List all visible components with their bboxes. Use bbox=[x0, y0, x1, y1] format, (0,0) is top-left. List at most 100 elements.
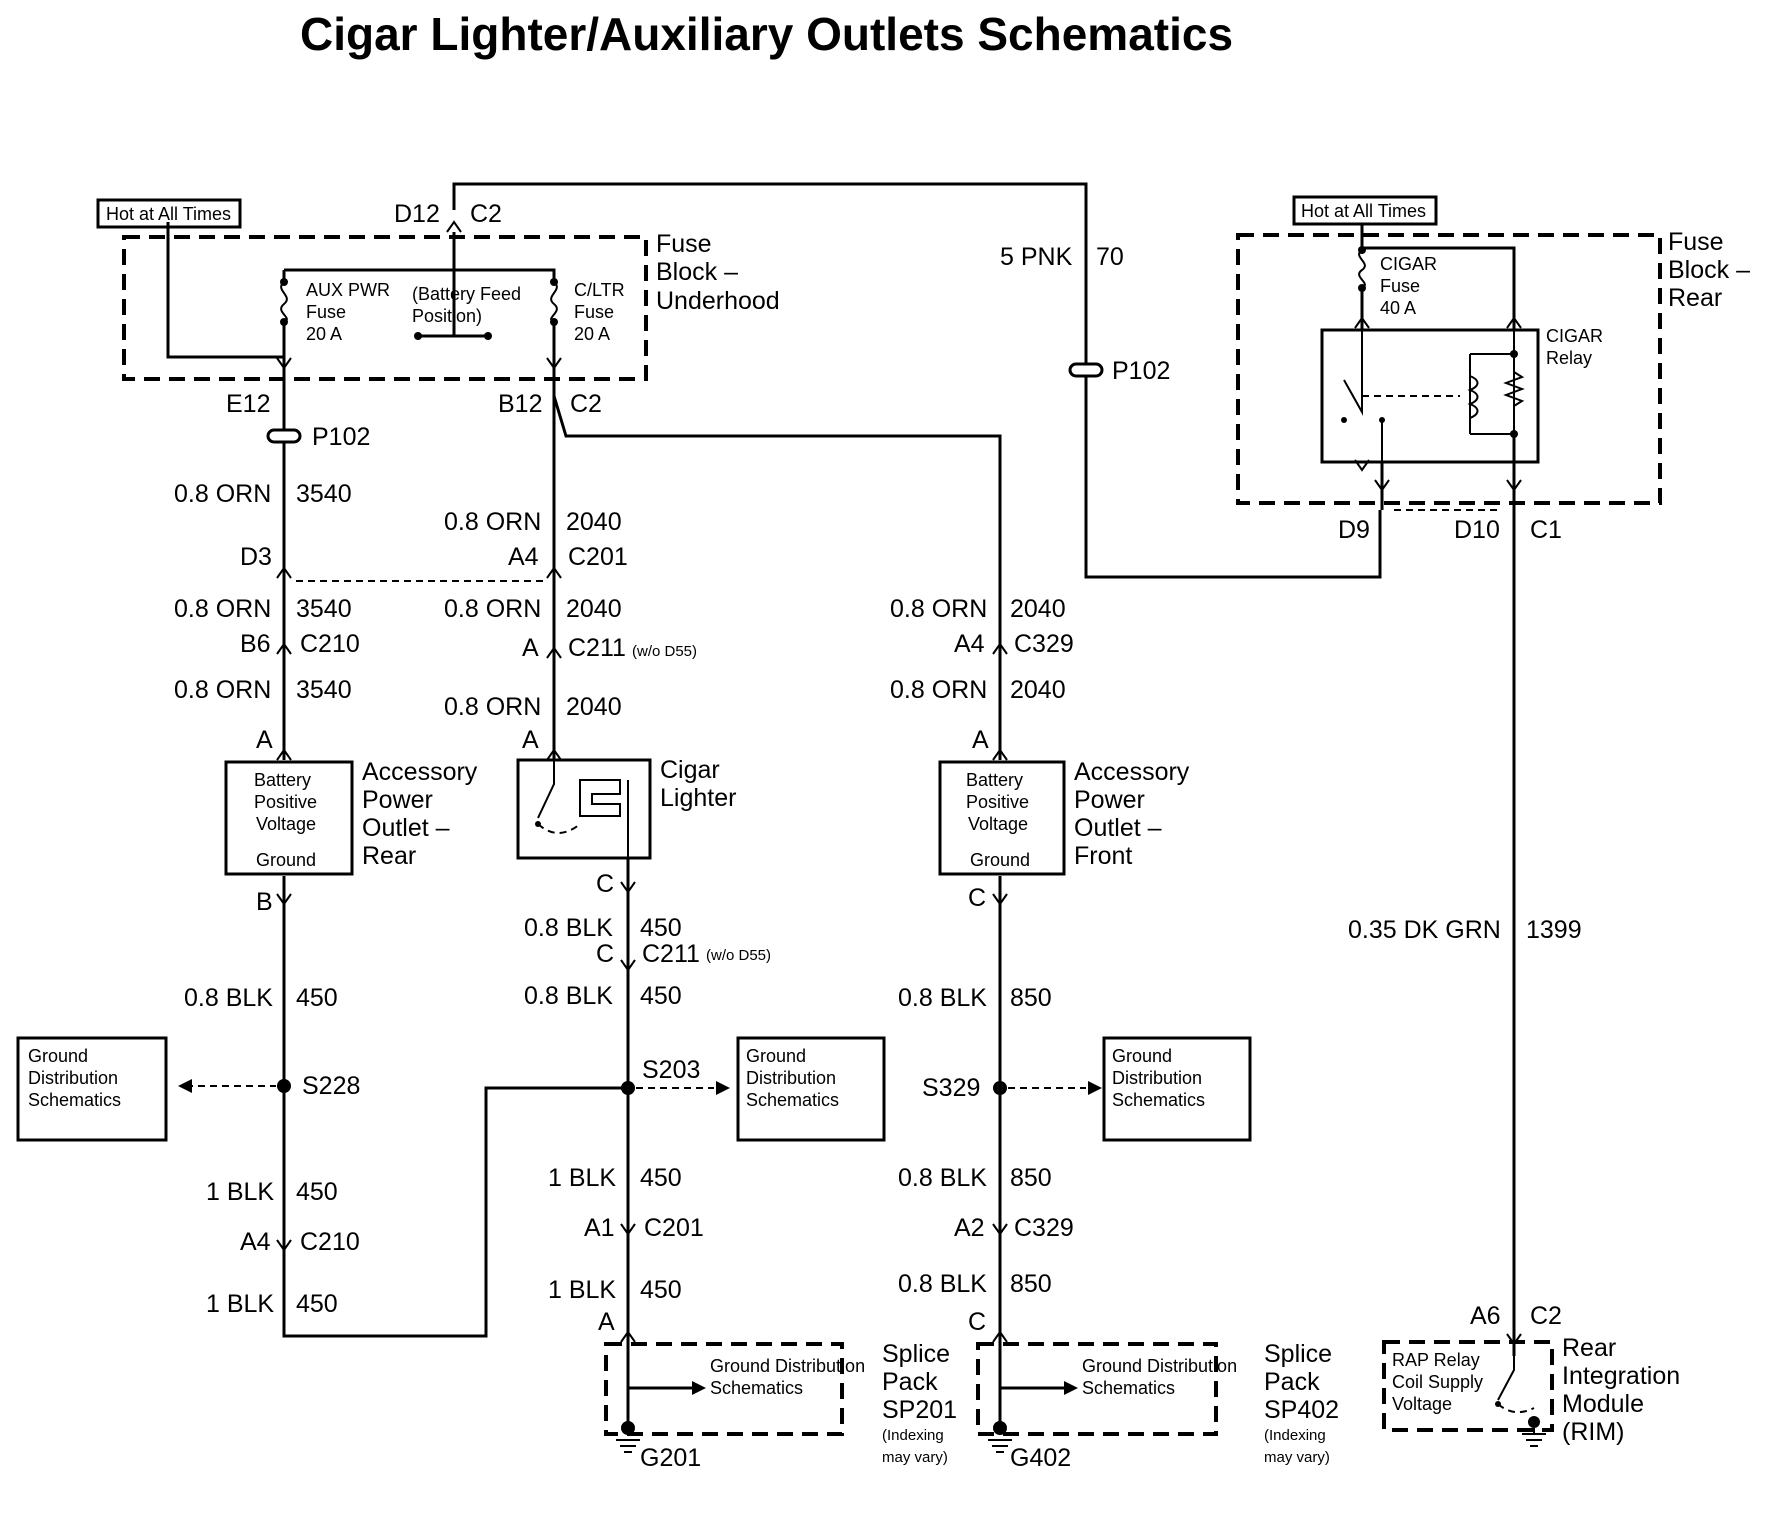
sp402-name-3: SP402 bbox=[1264, 1396, 1339, 1424]
pin-d9: D9 bbox=[1338, 516, 1370, 544]
ground-ref-center-3: Schematics bbox=[746, 1090, 839, 1110]
front-outlet-circuit: 0.8 ORN 2040 A4 C329 0.8 ORN 2040 A Batt… bbox=[552, 395, 1339, 1472]
connector-chevron-icon bbox=[276, 1239, 292, 1252]
arrow-right-icon-2 bbox=[1088, 1081, 1102, 1095]
cigar-lighter-name-2: Lighter bbox=[660, 784, 736, 812]
cigar-relay-label-2: Relay bbox=[1546, 348, 1592, 368]
sp402-name-2: Pack bbox=[1264, 1368, 1320, 1396]
wire-3540-b-gauge: 0.8 ORN bbox=[174, 595, 271, 623]
outlet-front-name-3: Outlet – bbox=[1074, 814, 1162, 842]
hot-label-right: Hot at All Times bbox=[1301, 201, 1426, 221]
cigar-lighter-element-icon bbox=[579, 779, 621, 817]
wire-3540-b-circuit: 3540 bbox=[296, 595, 352, 623]
connector-chevron-icon bbox=[276, 893, 292, 906]
aux-fuse-label-1: AUX PWR bbox=[306, 280, 390, 300]
aux-pwr-fuse-icon bbox=[280, 281, 288, 323]
splice-pack-sp201-outline bbox=[604, 1342, 844, 1436]
connector-chevron-icon bbox=[992, 893, 1008, 906]
circuit-70: 5 PNK 70 P102 bbox=[452, 182, 1382, 579]
outlet-front-inner-2: Positive bbox=[966, 792, 1029, 812]
sp201-ref-2: Schematics bbox=[710, 1378, 803, 1398]
hot-at-all-times-box-right bbox=[1292, 195, 1438, 226]
outlet-front-ground: Ground bbox=[970, 850, 1030, 870]
connector-chevron-icon bbox=[1374, 479, 1390, 492]
aux-fuse-terminal-bottom bbox=[280, 318, 288, 326]
wire-5-pnk-gauge: 5 PNK bbox=[1000, 243, 1073, 271]
ground-distribution-ref-left bbox=[16, 1036, 168, 1142]
rim-ground-icon bbox=[1522, 1428, 1546, 1447]
conn-a2: A2 bbox=[954, 1214, 985, 1242]
wire-2040-b-circuit: 2040 bbox=[566, 595, 622, 623]
cigar-fuse-terminal-top bbox=[1358, 246, 1366, 254]
connector-chevron-icon bbox=[620, 1223, 636, 1236]
conn-b6: B6 bbox=[240, 630, 271, 658]
connector-chevron-icon bbox=[1506, 316, 1522, 329]
conn-a1: A1 bbox=[584, 1214, 615, 1242]
wire-2040-e-circuit: 2040 bbox=[1010, 676, 1066, 704]
wire-5-pnk-circuit: 70 bbox=[1096, 243, 1124, 271]
ground-ref-left-3: Schematics bbox=[28, 1090, 121, 1110]
wire-450-b-circuit: 450 bbox=[296, 1178, 338, 1206]
cigar-relay-label-1: CIGAR bbox=[1546, 326, 1603, 346]
battery-feed-label-2: Position) bbox=[412, 306, 482, 326]
wire-3540-c-gauge: 0.8 ORN bbox=[174, 676, 271, 704]
conn-b-rear: B bbox=[256, 888, 273, 916]
ground-g201: G201 bbox=[640, 1444, 701, 1472]
hot-label-left: Hot at All Times bbox=[106, 204, 231, 224]
outlet-rear-name-1: Accessory bbox=[362, 758, 478, 786]
fuse-block-rear-outline bbox=[1236, 233, 1662, 505]
conn-c329-top: C329 bbox=[1014, 630, 1074, 658]
connector-chevron-icon bbox=[1354, 316, 1370, 329]
wire-2040-b-gauge: 0.8 ORN bbox=[444, 595, 541, 623]
pin-b12: B12 bbox=[498, 390, 542, 418]
ground-g201-icon bbox=[616, 1439, 640, 1453]
wire-2040-d-gauge: 0.8 ORN bbox=[890, 595, 987, 623]
wire-2040-d-circuit: 2040 bbox=[1010, 595, 1066, 623]
sp402-ref-1: Ground Distribution bbox=[1082, 1356, 1237, 1376]
rim-outline bbox=[1382, 1340, 1554, 1432]
fuse-block-rear-name-3: Rear bbox=[1668, 284, 1722, 312]
sp201-ground-node bbox=[621, 1421, 635, 1435]
cigar-lighter-box bbox=[516, 758, 652, 860]
connector-chevron-icon bbox=[546, 357, 562, 370]
conn-c-sp402: C bbox=[968, 1308, 986, 1336]
outlet-rear-inner-1: Battery bbox=[254, 770, 311, 790]
connector-chevron-icon bbox=[992, 1330, 1008, 1343]
aux-fuse-label-3: 20 A bbox=[306, 324, 342, 344]
p102-passthrough-left bbox=[266, 428, 302, 444]
cltr-fuse-terminal-bottom bbox=[550, 318, 558, 326]
wire-850-a-circuit: 850 bbox=[1010, 984, 1052, 1012]
rim-name-4: (RIM) bbox=[1562, 1418, 1624, 1446]
rim-name-1: Rear bbox=[1562, 1334, 1616, 1362]
rim-inner-3: Voltage bbox=[1392, 1394, 1452, 1414]
outlet-rear-inner-3: Voltage bbox=[256, 814, 316, 834]
pin-c2-bottom: C2 bbox=[570, 390, 602, 418]
wire-850-a-gauge: 0.8 BLK bbox=[898, 984, 987, 1012]
outlet-front-name-1: Accessory bbox=[1074, 758, 1190, 786]
battery-feed-terminal-a bbox=[414, 332, 422, 340]
wire-2040-e-gauge: 0.8 ORN bbox=[890, 676, 987, 704]
c211-bottom-note: (w/o D55) bbox=[706, 947, 771, 964]
connector-chevron-icon bbox=[546, 748, 562, 761]
conn-c329-bottom: C329 bbox=[1014, 1214, 1074, 1242]
outlet-front-name-2: Power bbox=[1074, 786, 1145, 814]
splice-s203: S203 bbox=[642, 1056, 700, 1084]
wire-3540-a-circuit: 3540 bbox=[296, 480, 352, 508]
conn-c-front: C bbox=[968, 884, 986, 912]
wire-450-e-gauge: 0.8 BLK bbox=[524, 982, 613, 1010]
connector-chevron-icon bbox=[276, 748, 292, 761]
splice-s228: S228 bbox=[302, 1072, 360, 1100]
pin-d10: D10 bbox=[1454, 516, 1500, 544]
p102-passthrough-right bbox=[1068, 362, 1104, 378]
outlet-rear-name-4: Rear bbox=[362, 842, 416, 870]
cigar-fuse-icon bbox=[1358, 249, 1366, 289]
cigar-fuse-label-1: CIGAR bbox=[1380, 254, 1437, 274]
ground-ref-right-2: Distribution bbox=[1112, 1068, 1202, 1088]
connector-chevron-icon bbox=[446, 220, 462, 233]
wire-450-f-gauge: 1 BLK bbox=[548, 1164, 616, 1192]
outlet-rear-name-2: Power bbox=[362, 786, 433, 814]
connector-chevron-icon bbox=[620, 881, 636, 894]
sp201-name-2: Pack bbox=[882, 1368, 938, 1396]
arrow-left-icon bbox=[178, 1079, 192, 1093]
hot-feed-wire-left bbox=[166, 222, 284, 359]
